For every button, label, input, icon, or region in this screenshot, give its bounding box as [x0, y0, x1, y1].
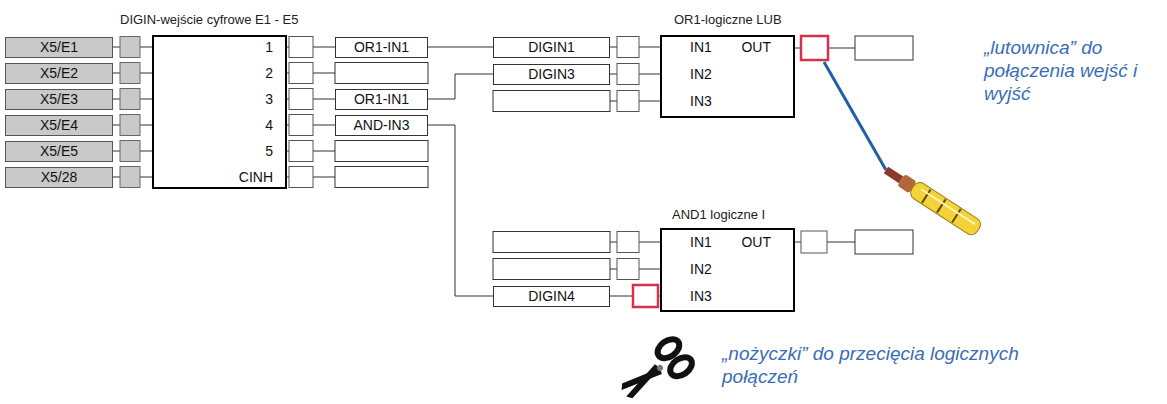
terminal [120, 141, 140, 162]
port-square [289, 167, 313, 188]
terminal [120, 115, 140, 136]
block-title: OR1-logiczne LUB [674, 12, 782, 28]
annotation-note: „nożyczki” do przecięcia logicznych połą… [722, 342, 1100, 388]
block-title: AND1 logiczne I [672, 207, 765, 223]
empty-box [335, 63, 428, 84]
block-title: DIGIN-wejście cyfrowe E1 - E5 [120, 12, 298, 28]
signal-box: OR1-IN1 [335, 37, 428, 58]
terminal-box: X5/E1 [5, 37, 113, 58]
box-label: DIGIN1 [528, 38, 575, 56]
empty-box [855, 230, 913, 254]
pin-label: 4 [265, 116, 273, 134]
scissors-loop [667, 353, 696, 380]
port-square [289, 115, 313, 136]
signal-box: DIGIN3 [493, 64, 610, 85]
signal-box: DIGIN4 [493, 286, 610, 307]
port-square [617, 232, 639, 253]
box-label: DIGIN4 [528, 287, 575, 305]
pin-label: 1 [265, 38, 273, 56]
iron-handle [908, 180, 983, 238]
box-label: AND-IN3 [353, 116, 409, 134]
pin-label: 2 [265, 64, 273, 82]
pin-label: IN2 [690, 260, 712, 278]
box-label: OR1-IN1 [354, 90, 409, 108]
terminal [120, 89, 140, 110]
port-square [289, 63, 313, 84]
box-label: OR1-IN1 [354, 38, 409, 56]
empty-box [493, 91, 610, 112]
terminal-box: X5/E3 [5, 89, 113, 110]
empty-box [335, 167, 428, 188]
terminal-box: X5/E5 [5, 141, 113, 162]
signal-box: OR1-IN1 [335, 89, 428, 110]
terminal [120, 37, 140, 58]
box-label: X5/E2 [40, 64, 78, 82]
pin-label: IN3 [690, 287, 712, 305]
pin-label: IN2 [690, 65, 712, 83]
terminal-box: X5/E4 [5, 115, 113, 136]
annotation-note: „lutownica” do połączenia wejść i wyjść [984, 36, 1152, 105]
port-square [289, 141, 313, 162]
port-square [617, 259, 639, 280]
port-square [289, 37, 313, 58]
pin-label: 5 [265, 142, 273, 160]
terminal-box: X5/E2 [5, 63, 113, 84]
box-label: X5/E3 [40, 90, 78, 108]
soldering-iron [881, 162, 983, 237]
empty-boxes [335, 36, 913, 280]
signal-box: DIGIN1 [493, 37, 610, 58]
pin-label: IN1 [690, 233, 712, 251]
empty-box [493, 232, 610, 253]
signal-wire [428, 74, 493, 99]
terminal [120, 167, 140, 188]
empty-box [493, 259, 610, 280]
terminal-box: X5/28 [5, 167, 113, 188]
pin-label: OUT [741, 233, 771, 251]
box-label: X5/E1 [40, 38, 78, 56]
highlight-square [801, 36, 828, 60]
highlight-square [633, 285, 658, 307]
signal-wire [428, 47, 493, 48]
port-square [289, 89, 313, 110]
signal-wire [428, 125, 493, 296]
pin-label: IN1 [690, 38, 712, 56]
scissors [613, 335, 695, 404]
scissors-pivot [656, 364, 664, 372]
terminal [120, 63, 140, 84]
function-block: DIGIN-wejście cyfrowe E1 - E512345CINH [152, 35, 287, 189]
box-label: DIGIN3 [528, 65, 575, 83]
function-block: OR1-logiczne LUBIN1OUTIN2IN3 [660, 35, 795, 118]
port-square [617, 37, 639, 58]
soldering-tip [824, 62, 886, 170]
pin-label: 3 [265, 90, 273, 108]
port-square [617, 64, 639, 85]
port-square [801, 231, 827, 253]
empty-box [855, 36, 913, 60]
terminal-strip [120, 37, 140, 188]
pin-label: CINH [239, 168, 273, 186]
function-block: AND1 logiczne IIN1OUTIN2IN3 [660, 228, 795, 312]
box-label: X5/28 [41, 168, 78, 186]
signal-box: AND-IN3 [335, 115, 428, 136]
pin-label: OUT [741, 38, 771, 56]
iron-highlight [921, 189, 975, 224]
port-square [617, 91, 639, 112]
empty-box [335, 141, 428, 162]
box-label: X5/E5 [40, 142, 78, 160]
iron-collar [884, 167, 903, 184]
scissors-blade [621, 363, 666, 401]
pin-label: IN3 [690, 92, 712, 110]
box-label: X5/E4 [40, 116, 78, 134]
